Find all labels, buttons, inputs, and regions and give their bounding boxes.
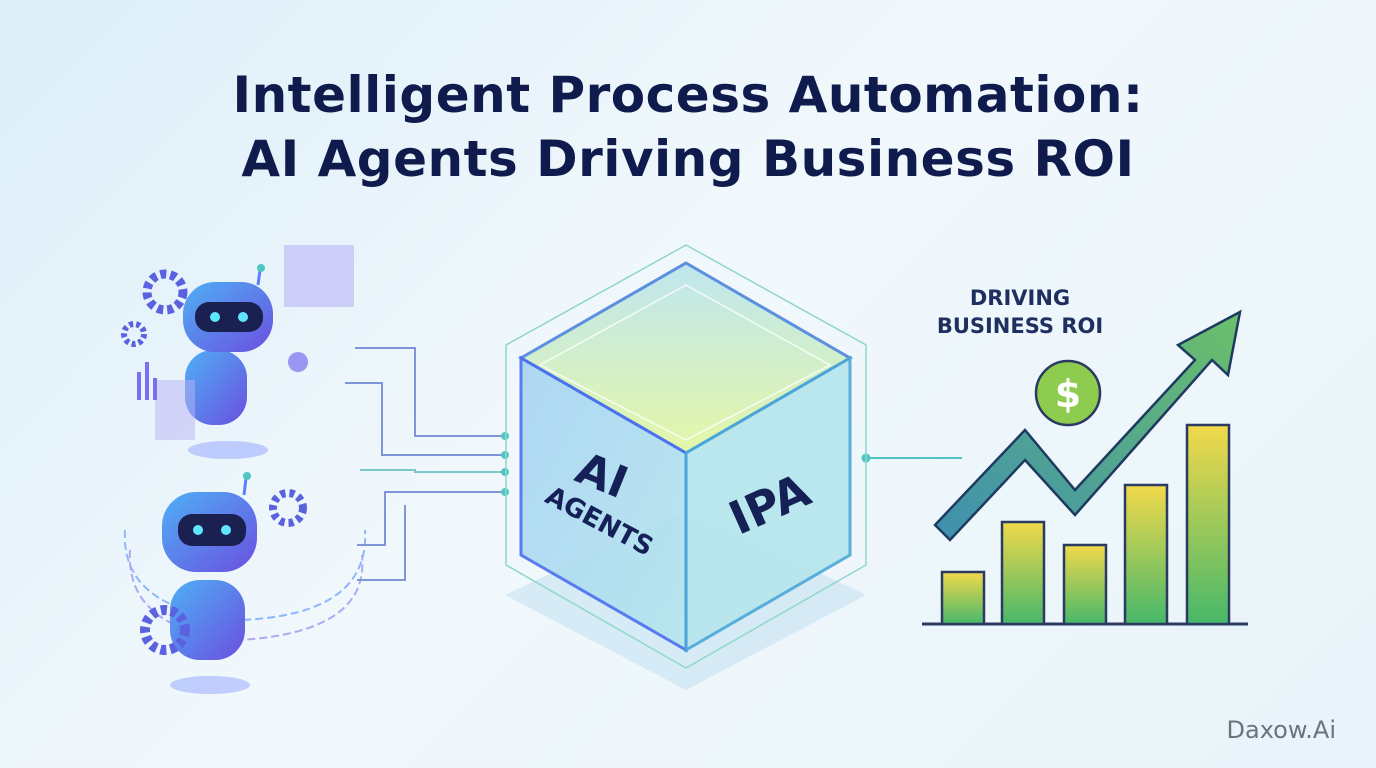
roi-label-line2: BUSINESS ROI [936, 314, 1104, 338]
bar [1062, 543, 1108, 626]
bar [1000, 520, 1046, 626]
roi-label: DRIVING BUSINESS ROI [920, 284, 1120, 340]
robot-agent-bottom [123, 472, 367, 694]
bar [1123, 483, 1169, 626]
roi-growth-chart: $ [922, 309, 1248, 626]
gear-icon [140, 605, 190, 655]
gear-icon [269, 489, 307, 527]
dollar-coin-icon [1034, 359, 1102, 427]
data-panel-icon [284, 245, 354, 307]
gear-icon [121, 321, 147, 347]
ipa-cube [505, 244, 867, 690]
robot-agent-top [121, 245, 354, 459]
growth-arrow-icon [933, 309, 1242, 542]
bar [940, 570, 986, 626]
watermark: Daxow.Ai [1226, 716, 1336, 744]
roi-label-line1: DRIVING [969, 286, 1071, 310]
dollar-symbol: $ [1055, 372, 1081, 416]
connector-lines [345, 347, 962, 581]
page-title-line2: AI Agents Driving Business ROI [241, 130, 1135, 188]
pie-chart-icon [288, 352, 308, 372]
gear-icon [142, 269, 188, 315]
bar [1185, 423, 1231, 626]
page-title-line1: Intelligent Process Automation: [232, 66, 1144, 124]
